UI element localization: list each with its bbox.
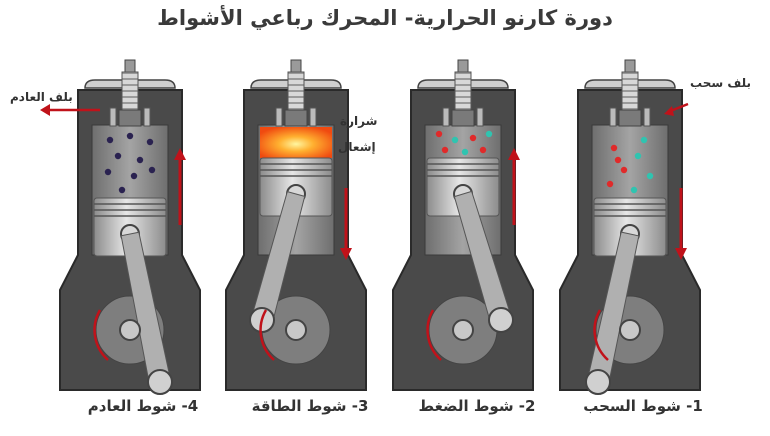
fuel-molecule	[451, 136, 459, 144]
valve-stem-right	[143, 107, 151, 127]
valve-stem-left	[609, 107, 617, 127]
exhaust-molecule	[148, 166, 156, 174]
page-title: دورة كارنو الحرارية- المحرك رباعي الأشوا…	[157, 6, 613, 30]
engine-compression	[392, 59, 534, 391]
fuel-molecule	[485, 130, 493, 138]
exhaust-molecule	[126, 132, 134, 140]
rotation-arrow	[259, 309, 275, 361]
valve-stem-left	[275, 107, 283, 127]
air-molecule	[469, 134, 477, 142]
crankshaft	[619, 319, 641, 341]
valve-stem-left	[442, 107, 450, 127]
exhaust-flow-arrowhead	[40, 104, 50, 116]
crankshaft	[119, 319, 141, 341]
air-molecule	[435, 130, 443, 138]
air-molecule	[610, 144, 618, 152]
exhaust-valve-label: بلف العادم	[10, 90, 73, 104]
spark-label: شرارة	[340, 114, 378, 128]
spark-plug-nut	[118, 109, 142, 127]
engine-intake	[559, 59, 701, 395]
crankshaft	[452, 319, 474, 341]
valve-stem-right	[476, 107, 484, 127]
rotation-arrow	[93, 309, 109, 361]
valve-stem-right	[643, 107, 651, 127]
spark-plug-body	[287, 71, 305, 113]
stroke-arrowhead	[340, 248, 352, 260]
caption-intake-stroke: 1- شوط السحب	[583, 397, 703, 415]
caption-power-stroke: 3- شوط الطاقة	[251, 397, 369, 415]
crankshaft	[285, 319, 307, 341]
fuel-molecule	[634, 152, 642, 160]
spark-plug-nut	[618, 109, 642, 127]
stroke-arrowhead	[508, 148, 520, 160]
crank-pin	[488, 307, 514, 333]
exhaust-molecule	[146, 138, 154, 146]
valve-stem-left	[109, 107, 117, 127]
spark-plug-tip	[290, 59, 302, 73]
air-molecule	[441, 146, 449, 154]
rotation-arrow	[593, 309, 609, 361]
spark-plug-nut	[451, 109, 475, 127]
rotation-arrow	[426, 309, 442, 361]
spark-plug-nut	[284, 109, 308, 127]
engine-power	[225, 59, 367, 391]
air-molecule	[606, 180, 614, 188]
crank-pin	[147, 369, 173, 395]
fuel-molecule	[461, 148, 469, 156]
exhaust-molecule	[130, 172, 138, 180]
engine-exhaust	[59, 59, 201, 395]
intake-valve-label: بلف سحب	[690, 76, 752, 90]
exhaust-molecule	[104, 168, 112, 176]
stroke-arrowhead	[675, 248, 687, 260]
ignition-label: إشعال	[338, 140, 376, 154]
spark-plug-body	[621, 71, 639, 113]
exhaust-molecule	[106, 136, 114, 144]
exhaust-molecule	[136, 156, 144, 164]
spark-plug-body	[121, 71, 139, 113]
intake-flow-arrowhead	[664, 106, 674, 116]
air-molecule	[614, 156, 622, 164]
spark-plug-tip	[124, 59, 136, 73]
exhaust-molecule	[118, 186, 126, 194]
spark-plug-body	[454, 71, 472, 113]
fuel-molecule	[646, 172, 654, 180]
crank-pin	[585, 369, 611, 395]
spark-plug-tip	[624, 59, 636, 73]
explosion-flash	[260, 127, 332, 158]
valve-stem-right	[309, 107, 317, 127]
caption-exhaust-stroke: 4- شوط العادم	[87, 397, 199, 415]
stroke-arrowhead	[174, 148, 186, 160]
caption-compression-stroke: 2- شوط الضغط	[418, 397, 536, 415]
exhaust-molecule	[114, 152, 122, 160]
spark-plug-tip	[457, 59, 469, 73]
air-molecule	[479, 146, 487, 154]
fuel-molecule	[630, 186, 638, 194]
air-molecule	[620, 166, 628, 174]
fuel-molecule	[640, 136, 648, 144]
